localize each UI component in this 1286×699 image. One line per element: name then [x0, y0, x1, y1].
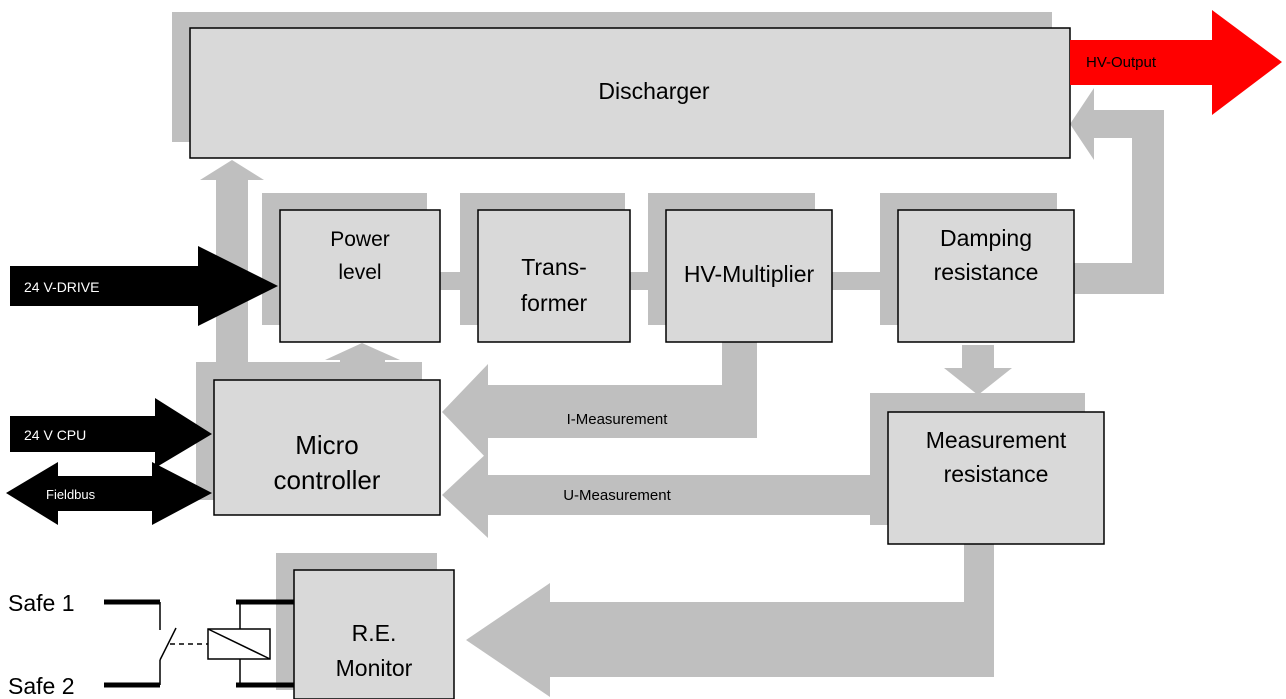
switch-contact	[159, 627, 177, 661]
hv-output-label: HV-Output	[1086, 54, 1157, 71]
hv-multiplier-block	[665, 209, 833, 343]
arrow-measurement-to-monitor	[466, 543, 994, 697]
transformer-label-line2: former	[521, 290, 588, 316]
arrow-u-measurement	[442, 452, 888, 538]
discharger-label: Discharger	[598, 78, 710, 104]
hv-multiplier-label: HV-Multiplier	[684, 261, 815, 287]
micro-controller-label-line1: Micro	[295, 430, 359, 460]
re-monitor-label-line1: R.E.	[352, 620, 397, 646]
blocks	[189, 27, 1105, 699]
re-monitor-shadow	[276, 553, 437, 690]
safe-1-label: Safe 1	[8, 590, 75, 616]
hv-output-arrow	[1070, 10, 1282, 115]
u-measurement-label: U-Measurement	[563, 487, 671, 504]
measurement-shadow	[870, 393, 1085, 525]
cpu-24v-label: 24 V CPU	[24, 427, 86, 443]
transformer-label-line1: Trans-	[521, 254, 587, 280]
power-level-label-line2: level	[338, 261, 381, 284]
micro-controller-label-line2: controller	[274, 465, 381, 495]
discharger-block	[189, 27, 1071, 159]
arrow-i-measurement	[442, 342, 757, 460]
input-arrows	[6, 246, 278, 525]
relay-coil-diagonal	[207, 628, 271, 660]
re-monitor-block	[293, 569, 455, 699]
fieldbus-arrow	[6, 462, 212, 525]
transformer-shadow	[460, 193, 625, 325]
fieldbus-label: Fieldbus	[46, 487, 96, 502]
power-level-label-line1: Power	[330, 228, 390, 251]
damping-label-line2: resistance	[934, 259, 1039, 285]
damping-label-line1: Damping	[940, 225, 1032, 251]
measurement-label-line1: Measurement	[926, 427, 1067, 453]
arrow-damping-to-measurement	[944, 345, 1012, 395]
i-measurement-label: I-Measurement	[567, 411, 669, 428]
micro-controller-shadow	[196, 362, 422, 500]
power-level-block	[279, 209, 441, 343]
measurement-label-line2: resistance	[944, 461, 1049, 487]
block-shadows	[172, 12, 1085, 690]
safe-2-label: Safe 2	[8, 673, 75, 699]
drive-24v-label: 24 V-DRIVE	[24, 279, 99, 295]
damping-block	[897, 209, 1075, 343]
cpu-24v-arrow	[10, 398, 212, 468]
hv-multiplier-shadow	[648, 193, 815, 325]
re-monitor-label-line2: Monitor	[336, 655, 413, 681]
power-level-shadow	[262, 193, 427, 325]
measurement-block	[887, 411, 1105, 545]
drive-24v-arrow	[10, 246, 278, 326]
safety-circuit	[104, 599, 294, 688]
discharger-shadow	[172, 12, 1052, 142]
micro-controller-block	[213, 379, 441, 516]
transformer-block	[477, 209, 631, 343]
arrow-damping-to-discharger	[1070, 88, 1164, 294]
